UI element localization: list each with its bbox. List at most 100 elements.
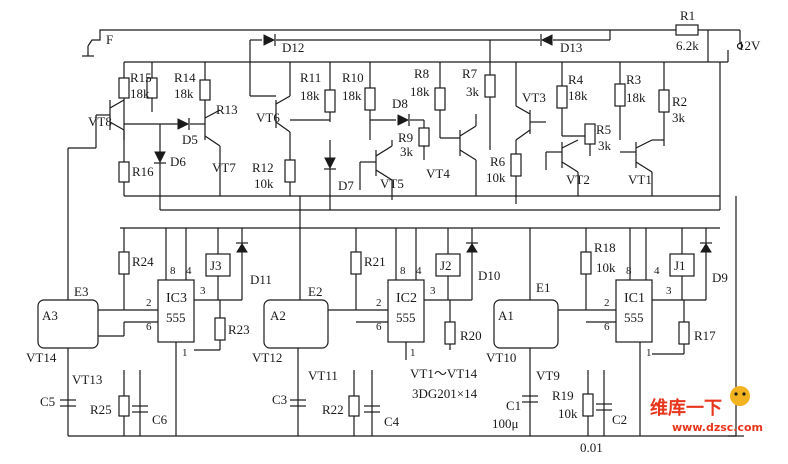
c5-label: C5: [40, 394, 55, 409]
r7-label: R7: [462, 66, 478, 81]
r3-label: R3: [626, 72, 641, 87]
ic1-pin6: 6: [604, 321, 610, 333]
resistor-r12: R12 10k: [252, 146, 296, 196]
r8-label: R8: [414, 66, 429, 81]
r3-value: 18k: [626, 90, 646, 105]
r19-value: 10k: [558, 406, 578, 421]
ic2-label: IC2: [396, 291, 417, 306]
r21-label: R21: [364, 254, 386, 269]
resistor-r6: R6 10k: [486, 140, 522, 204]
ic2-pin2: 2: [376, 297, 382, 309]
ic2-chip-type: 555: [396, 310, 416, 325]
r12-value: 10k: [254, 176, 274, 191]
relay-j1: J1: [674, 258, 686, 273]
r11-value: 18k: [300, 88, 320, 103]
vt10-label: VT10: [486, 350, 516, 365]
ic3-pin8: 8: [170, 265, 176, 277]
vt11-label: VT11: [308, 368, 338, 383]
vt14-label: VT14: [26, 350, 57, 365]
note-type: 3DG201×14: [412, 386, 478, 401]
d11-label: D11: [250, 272, 272, 287]
r2-value: 3k: [672, 110, 686, 125]
a1-label: A1: [498, 308, 514, 323]
ic1-pin1: 1: [646, 347, 652, 359]
ic1-chip: [615, 279, 653, 343]
d13-label: D13: [560, 40, 582, 55]
r4-label: R4: [568, 72, 584, 87]
vt2-label: VT2: [566, 172, 590, 187]
resistor-r5: R5 3k: [562, 122, 612, 156]
r18-value: 10k: [596, 260, 616, 275]
d8-label: D8: [392, 96, 408, 111]
ic3-pin2: 2: [146, 297, 152, 309]
d9-label: D9: [712, 270, 728, 285]
stage-2: IC2 555 8 4 3 2 6 1 J2 D10 R20 R21 A2 E2: [252, 196, 500, 436]
ic3-pin1: 1: [182, 347, 188, 359]
r6-value: 10k: [486, 170, 506, 185]
ic1-pin2: 2: [604, 297, 610, 309]
r1-label: R1: [680, 8, 695, 23]
transistor-vt1: VT1: [620, 139, 664, 196]
d5-label: D5: [182, 132, 198, 147]
ic1-label: IC1: [624, 291, 645, 306]
r4-value: 18k: [568, 88, 588, 103]
r6-label: R6: [490, 154, 506, 169]
r15-label: R15: [130, 70, 152, 85]
c2-label: C2: [612, 412, 627, 427]
r15-value: 18k: [130, 86, 150, 101]
r19-label: R19: [552, 388, 574, 403]
c6-label: C6: [152, 412, 168, 427]
transistor-vt2: VT2: [545, 139, 590, 196]
r13-label: R13: [216, 102, 238, 117]
supply-rail: [82, 29, 744, 63]
r18-label: R18: [594, 240, 616, 255]
ic3-chip: [157, 279, 195, 343]
r16-label: R16: [132, 164, 154, 179]
r5-value: 3k: [598, 138, 612, 153]
transistor-vt8: VT8: [88, 99, 125, 148]
ic3-pin3: 3: [200, 285, 206, 297]
c3-label: C3: [272, 392, 287, 407]
diode-d6: D6: [154, 124, 186, 210]
e3-label: E3: [74, 284, 88, 299]
diode-d13: D13: [488, 30, 611, 55]
c4-label: C4: [384, 414, 400, 429]
a2-label: A2: [270, 308, 286, 323]
vt8-label: VT8: [88, 114, 112, 129]
ic3-pin4: 4: [186, 265, 192, 277]
r8-value: 18k: [410, 84, 430, 99]
d7-label: D7: [338, 178, 354, 193]
diode-d8: D8: [370, 96, 424, 126]
supply-voltage-label: 12V: [738, 38, 761, 53]
c1-label: C1: [506, 398, 521, 413]
stage-3: IC3 555 8 4 3 2 6 1 J3 D11 R23 R24 A3 E3: [26, 228, 272, 436]
ic3-chip-type: 555: [166, 310, 186, 325]
ic2-pin3: 3: [430, 285, 436, 297]
transistor-vt6: VT6: [250, 62, 330, 146]
vt4-label: VT4: [426, 166, 450, 181]
vt13-label: VT13: [72, 372, 102, 387]
resistor-r1: R1 6.2k: [675, 8, 699, 53]
ic1-pin3: 3: [666, 285, 672, 297]
diode-d7: D7: [324, 140, 354, 210]
r10-value: 18k: [342, 88, 362, 103]
r2-label: R2: [672, 94, 687, 109]
vt1-label: VT1: [628, 172, 652, 187]
r9-label: R9: [398, 130, 413, 145]
ic1-pin8: 8: [626, 265, 632, 277]
ic2-pin4: 4: [416, 265, 422, 277]
ic2-pin8: 8: [400, 265, 406, 277]
r12-label: R12: [252, 160, 274, 175]
e2-label: E2: [308, 284, 322, 299]
r11-label: R11: [300, 70, 321, 85]
resistor-r16: R16: [118, 124, 154, 196]
diode-d12: D12: [249, 34, 488, 96]
transistor-vt5: VT5: [359, 140, 404, 200]
note-range: VT1～VT14: [410, 366, 478, 381]
e1-label: E1: [536, 280, 550, 295]
r17-label: R17: [694, 328, 716, 343]
ic2-pin1: 1: [410, 347, 416, 359]
vt6-label: VT6: [256, 110, 280, 125]
vt7-label: VT7: [212, 160, 236, 175]
